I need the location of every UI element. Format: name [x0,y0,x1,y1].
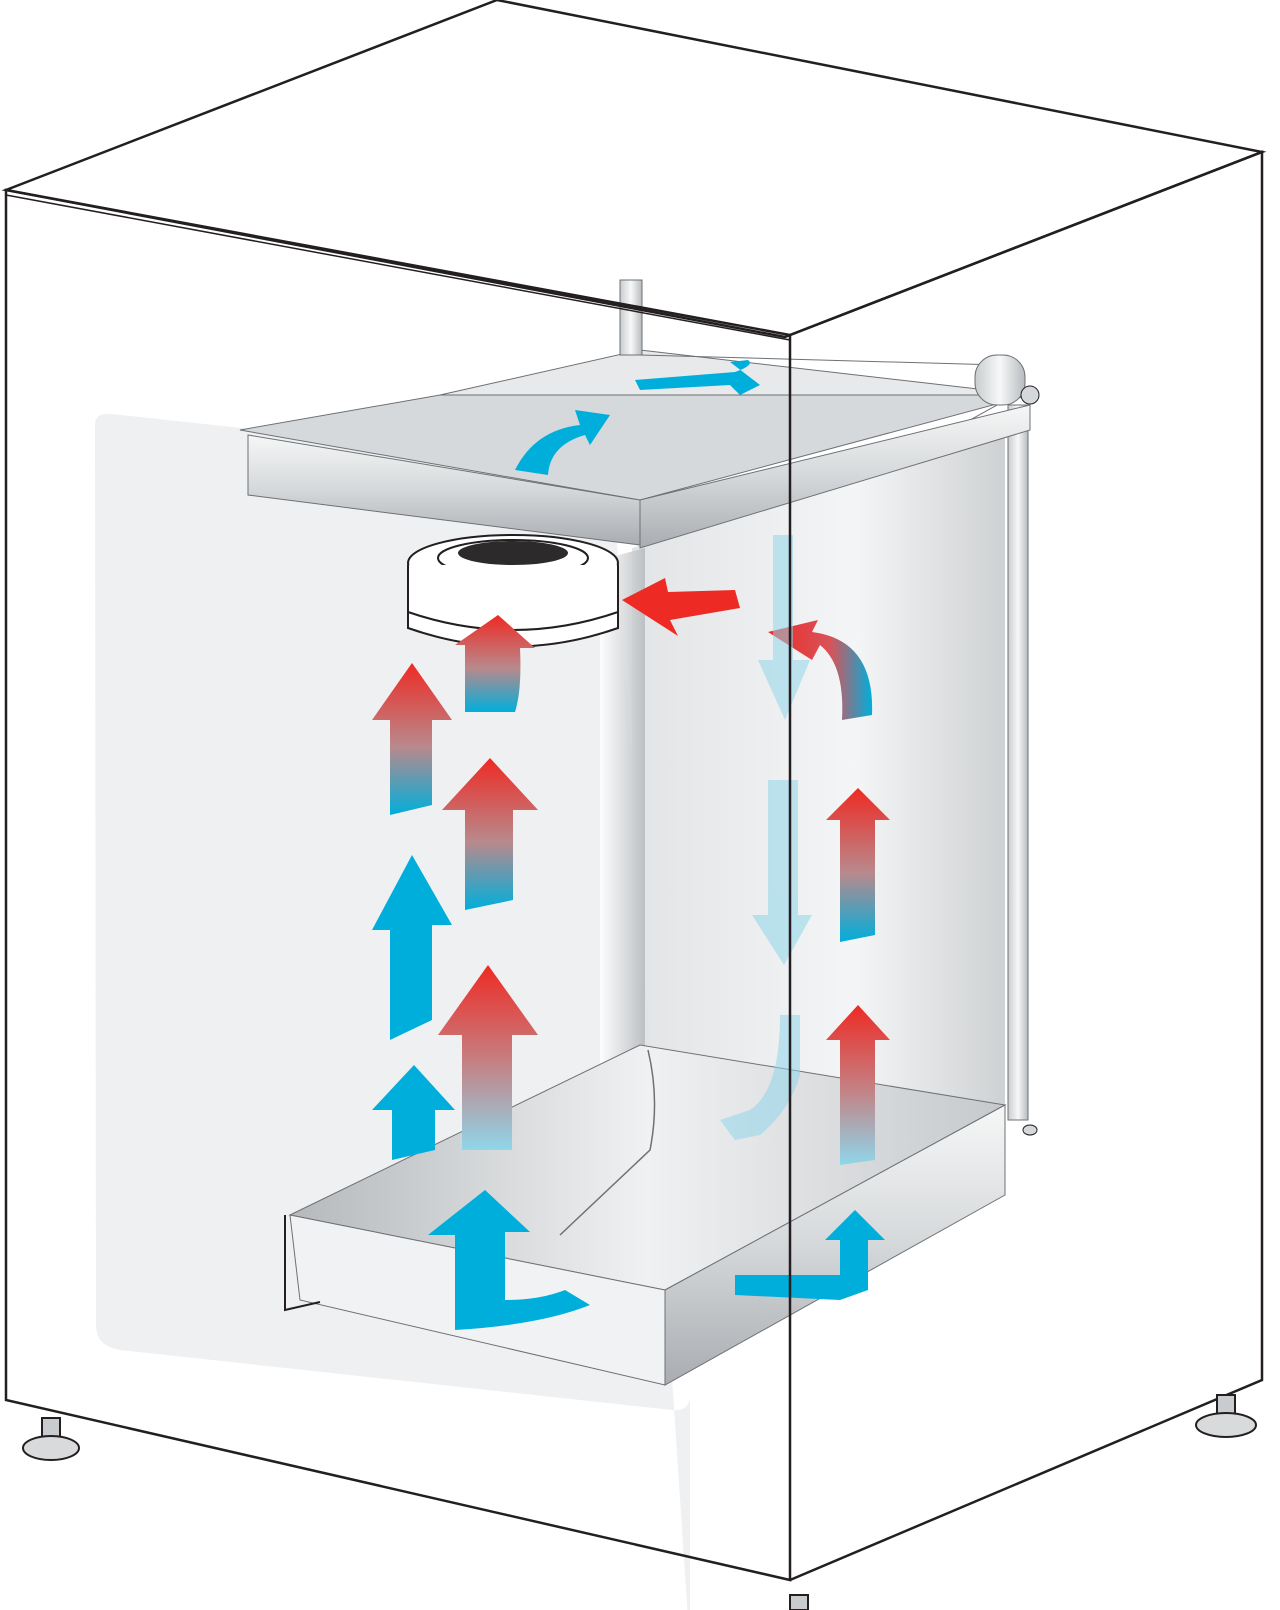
fan-impeller [407,534,619,648]
arrow-left-column-middle [372,855,452,1040]
arrow-top-duct-return [635,360,760,395]
arrow-bottom-right-intake [735,1210,885,1300]
cabinet-feet [22,1394,1257,1610]
arrow-left-column-upper [372,663,452,815]
arrow-right-column-lower [826,1005,890,1165]
rail-knob-bottom [1022,1124,1038,1136]
inner-left-wall [600,548,645,1070]
arrow-right-column-middle [826,788,890,942]
rail-knob-top [1020,385,1040,405]
arrow-center-to-fan [455,615,535,712]
top-duct [239,279,1031,549]
arrow-fan-side-inlet [622,578,740,636]
arrow-center-middle [442,758,538,910]
cabinet-outline [1,0,1267,1582]
arrow-right-downflow [720,535,812,1140]
arrow-right-return-hook [768,620,873,720]
right-rail [1007,404,1029,1121]
arrow-left-column-lower [372,1065,455,1160]
arrow-bottom-intake [428,1190,590,1330]
arrow-top-duct-curve [515,410,610,475]
arrow-center-lower [438,965,538,1150]
